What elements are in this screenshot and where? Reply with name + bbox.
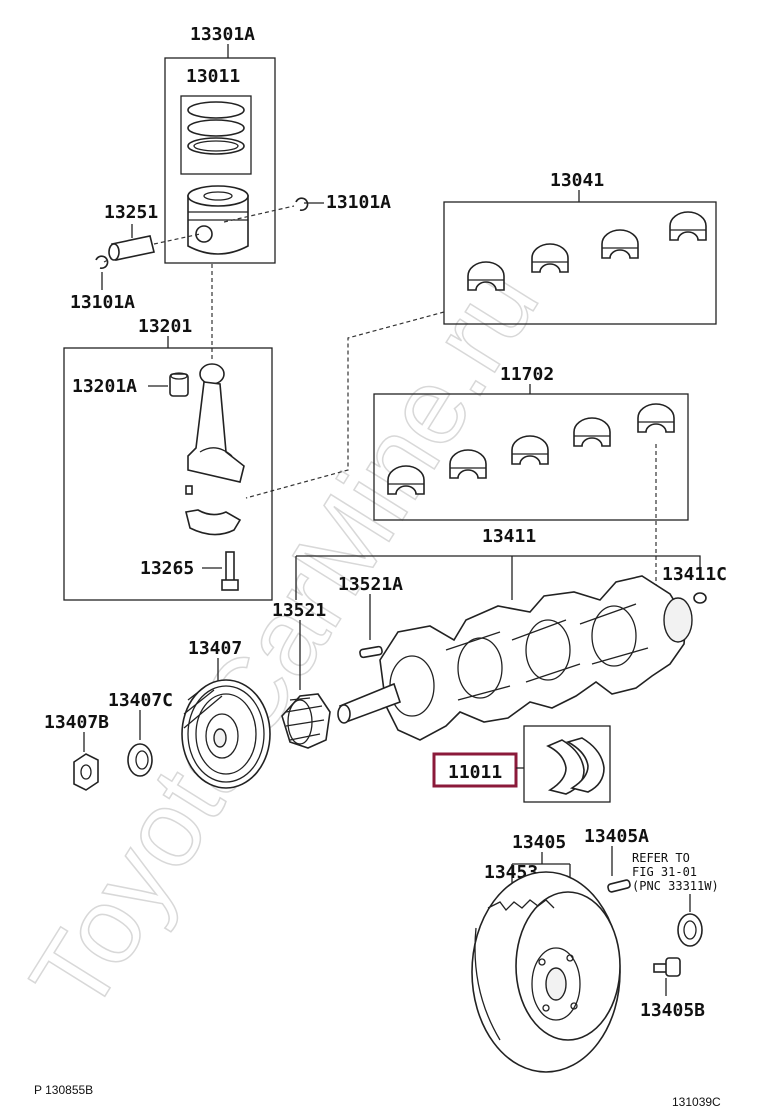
conrod-bearings: [467, 211, 707, 291]
label-13411C[interactable]: 13411C: [662, 564, 727, 585]
label-11011[interactable]: 11011: [448, 762, 502, 783]
highlight-11011[interactable]: [432, 752, 518, 788]
label-13411[interactable]: 13411: [482, 526, 536, 547]
label-13251[interactable]: 13251: [104, 202, 158, 223]
piston-assembly-box: [164, 57, 276, 264]
label-13041[interactable]: 13041: [550, 170, 604, 191]
label-13101A-left[interactable]: 13101A: [70, 292, 135, 313]
flywheel-dowel-pin: [607, 879, 631, 893]
refer-note-line1[interactable]: REFER TO: [632, 851, 690, 865]
conrod-box: [63, 347, 273, 601]
figure-code-left: P 130855B: [34, 1083, 93, 1097]
label-13521[interactable]: 13521: [272, 600, 326, 621]
label-13201[interactable]: 13201: [138, 316, 192, 337]
label-13407[interactable]: 13407: [188, 638, 242, 659]
piston-rings: [187, 101, 245, 155]
main-bearings: [387, 403, 675, 495]
connecting-rod: [187, 363, 245, 483]
snap-ring-right: [295, 197, 309, 211]
label-13521A[interactable]: 13521A: [338, 574, 403, 595]
crankshaft-key: [359, 645, 383, 659]
timing-gear: [281, 693, 331, 749]
pulley-washer: [127, 743, 153, 777]
piston: [187, 185, 249, 255]
label-13265[interactable]: 13265: [140, 558, 194, 579]
refer-note-line3[interactable]: (PNC 33311W): [632, 879, 719, 893]
label-13201A[interactable]: 13201A: [72, 376, 137, 397]
conrod-bushing: [169, 372, 189, 397]
thrust-washers: [546, 737, 605, 795]
label-13407C[interactable]: 13407C: [108, 690, 173, 711]
label-13405[interactable]: 13405: [512, 832, 566, 853]
refer-note-line2[interactable]: FIG 31-01: [632, 865, 697, 879]
pulley-nut: [73, 753, 99, 791]
figure-code-right: 131039C: [672, 1095, 721, 1109]
crankshaft: [337, 575, 693, 741]
label-13405B[interactable]: 13405B: [640, 1000, 705, 1021]
pilot-bearing: [677, 913, 703, 947]
label-13405A[interactable]: 13405A: [584, 826, 649, 847]
label-13011[interactable]: 13011: [186, 66, 240, 87]
main-bearing-box: [373, 393, 689, 521]
label-13407B[interactable]: 13407B: [44, 712, 109, 733]
label-11702[interactable]: 11702: [500, 364, 554, 385]
conrod-bolt: [221, 551, 239, 591]
crankshaft-pulley: [181, 679, 271, 789]
crankshaft-pin: [693, 592, 707, 604]
piston-ring-box: [180, 95, 252, 175]
label-13101A-right[interactable]: 13101A: [326, 192, 391, 213]
snap-ring-left: [95, 255, 109, 269]
conrod-bearing-box: [443, 201, 717, 325]
label-13301A[interactable]: 13301A: [190, 24, 255, 45]
piston-pin: [108, 235, 155, 261]
thrust-washer-box: [523, 725, 611, 803]
conrod-cap: [185, 485, 242, 536]
flywheel-bolt: [653, 957, 681, 977]
flywheel: [471, 871, 621, 1073]
